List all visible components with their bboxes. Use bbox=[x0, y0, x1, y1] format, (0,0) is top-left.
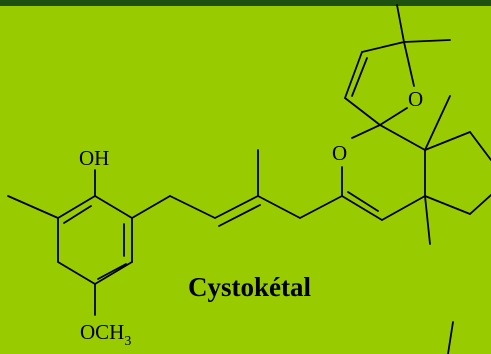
bond bbox=[403, 41, 415, 87]
bond bbox=[341, 195, 383, 221]
methoxy-label: OCH3 bbox=[80, 320, 131, 349]
bond bbox=[351, 57, 368, 97]
bond bbox=[344, 51, 363, 99]
bond bbox=[94, 195, 133, 219]
bond bbox=[97, 263, 127, 280]
bond bbox=[347, 191, 379, 212]
bond bbox=[424, 95, 451, 151]
methoxy-main-text: OCH bbox=[80, 320, 124, 344]
bonds bbox=[7, 4, 491, 354]
bond bbox=[57, 195, 96, 219]
bond bbox=[299, 195, 343, 219]
bond bbox=[379, 107, 408, 126]
bond bbox=[257, 195, 301, 219]
bond bbox=[424, 195, 471, 215]
bond bbox=[214, 195, 259, 219]
bond bbox=[424, 195, 431, 245]
bond bbox=[169, 195, 216, 219]
bond bbox=[57, 261, 96, 285]
bond bbox=[361, 41, 405, 53]
furan-oxygen-label: O bbox=[408, 87, 423, 111]
pyran-oxygen-label: O bbox=[332, 141, 347, 165]
compound-name: Cystokétal bbox=[188, 272, 311, 302]
bond bbox=[218, 204, 261, 227]
bond bbox=[63, 205, 92, 224]
bond bbox=[469, 131, 491, 161]
methoxy-subscript: 3 bbox=[124, 334, 131, 349]
bond bbox=[7, 195, 59, 219]
hydroxyl-label: OH bbox=[79, 146, 109, 170]
bond bbox=[424, 131, 471, 151]
bond bbox=[131, 195, 171, 219]
bond bbox=[344, 97, 381, 126]
atom-labels: OH OCH3 O O bbox=[79, 87, 423, 349]
bond bbox=[403, 39, 451, 43]
bond bbox=[381, 195, 426, 221]
bond bbox=[379, 124, 426, 151]
bond bbox=[94, 261, 133, 285]
bond bbox=[396, 4, 405, 43]
bond bbox=[469, 194, 491, 215]
bond bbox=[447, 321, 454, 354]
bond bbox=[351, 124, 381, 139]
